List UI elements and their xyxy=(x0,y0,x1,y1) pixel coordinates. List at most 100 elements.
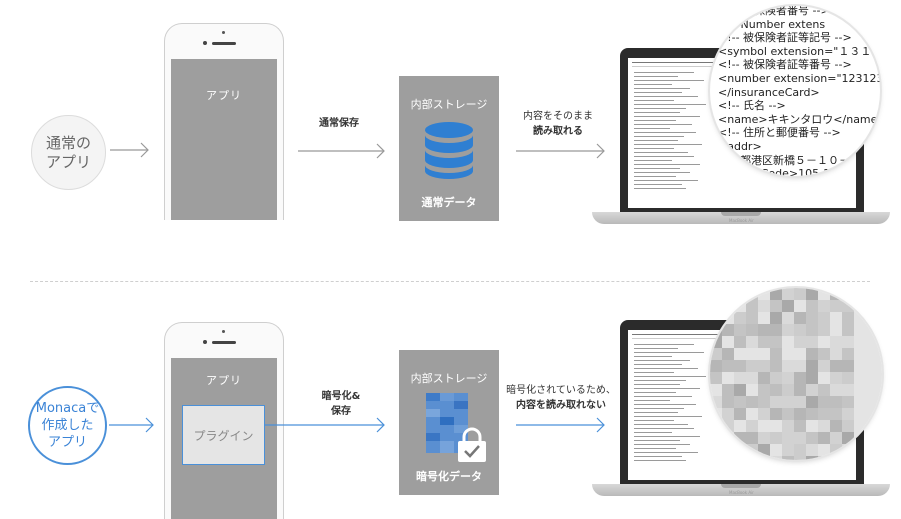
pixel-block xyxy=(710,384,722,396)
pixel-block xyxy=(746,396,758,408)
pixel-block xyxy=(806,420,818,432)
zoom-code-line: <addr> xyxy=(718,139,762,153)
pixel-block xyxy=(734,300,746,312)
pixel-block xyxy=(866,456,878,460)
storage-footer: 暗号化データ xyxy=(416,470,482,483)
pixel-block xyxy=(866,312,878,324)
pixel-block xyxy=(878,456,882,460)
pixel-block xyxy=(734,432,746,444)
arrow-right-icon xyxy=(298,143,385,159)
normal-app-label-line2: アプリ xyxy=(45,152,91,171)
pixel-block xyxy=(866,288,878,300)
pixel-block xyxy=(746,360,758,372)
pixel-block xyxy=(818,324,830,336)
laptop-brand: MacBook Air xyxy=(729,218,754,223)
pixel-block xyxy=(782,432,794,444)
pixel-block xyxy=(806,444,818,456)
pixel-block xyxy=(710,372,722,384)
pixel-block xyxy=(818,444,830,456)
pixel-block xyxy=(878,324,882,336)
pixel-block xyxy=(734,288,746,300)
pixel-block xyxy=(878,420,882,432)
pixel-block xyxy=(722,324,734,336)
zoom-code-line: <!-- 被保険者証等記号 --> xyxy=(718,31,852,45)
pixel-block xyxy=(782,300,794,312)
pixel-block xyxy=(710,348,722,360)
pixel-block xyxy=(710,408,722,420)
pixel-block xyxy=(794,288,806,300)
pixel-block xyxy=(866,444,878,456)
pixel-block xyxy=(866,348,878,360)
pixel-block xyxy=(746,384,758,396)
laptop-base: MacBook Air xyxy=(592,484,890,496)
pixel-block xyxy=(770,444,782,456)
pixel-block xyxy=(722,456,734,460)
pixel-block xyxy=(854,288,866,300)
pixel-block xyxy=(842,288,854,300)
zoom-code-line: <!-- 被保険者番号 --> xyxy=(718,6,830,17)
pixel-block xyxy=(830,288,842,300)
pixel-block xyxy=(722,348,734,360)
pixel-block xyxy=(866,324,878,336)
pixel-block xyxy=(794,444,806,456)
pixel-block xyxy=(770,408,782,420)
storage-encrypted: 内部ストレージ 暗号化データ xyxy=(399,350,499,495)
pixel-block xyxy=(806,336,818,348)
pixel-block xyxy=(782,408,794,420)
pixel-block xyxy=(830,372,842,384)
pixel-block xyxy=(734,372,746,384)
pixel-block xyxy=(722,420,734,432)
pixel-block xyxy=(818,336,830,348)
pixel-block xyxy=(830,408,842,420)
pixel-block xyxy=(818,396,830,408)
pixel-block xyxy=(758,288,770,300)
pixel-block xyxy=(746,300,758,312)
pixel-block xyxy=(818,372,830,384)
pixel-block xyxy=(842,372,854,384)
pixel-block xyxy=(866,432,878,444)
pixel-block xyxy=(782,420,794,432)
arrow-right-icon xyxy=(516,417,605,433)
checkmark-icon xyxy=(464,445,480,458)
storage-title: 内部ストレージ xyxy=(410,98,488,111)
arrow1-label-bottom: 暗号化& 保存 xyxy=(321,391,361,417)
pixel-block xyxy=(830,336,842,348)
pixel-block xyxy=(806,324,818,336)
pixel-block xyxy=(842,444,854,456)
pixel-block xyxy=(782,336,794,348)
pixel-block xyxy=(830,312,842,324)
pixel-block xyxy=(794,396,806,408)
pixel-block xyxy=(734,396,746,408)
pixel-block xyxy=(878,396,882,408)
pixel-block xyxy=(758,372,770,384)
pixel-block xyxy=(854,444,866,456)
pixel-block xyxy=(842,348,854,360)
pixel-block xyxy=(794,300,806,312)
laptop-brand: MacBook Air xyxy=(729,490,754,495)
pixel-block xyxy=(770,420,782,432)
pixel-block xyxy=(710,432,722,444)
pixel-block xyxy=(770,324,782,336)
pixel-block xyxy=(734,312,746,324)
pixel-block xyxy=(710,336,722,348)
normal-app-label-line1: 通常の xyxy=(45,133,91,152)
pixel-block xyxy=(818,288,830,300)
pixel-block xyxy=(758,300,770,312)
pixel-block xyxy=(782,348,794,360)
pixel-block xyxy=(818,456,830,460)
pixel-block xyxy=(854,432,866,444)
phone-normal: アプリ xyxy=(164,23,284,220)
pixel-block xyxy=(854,324,866,336)
zoom-code-line: <postalCode>105-1008</po xyxy=(718,167,878,176)
pixel-block xyxy=(842,432,854,444)
pixel-block xyxy=(878,384,882,396)
pixel-block xyxy=(842,336,854,348)
pixel-block xyxy=(866,408,878,420)
pixel-block xyxy=(806,396,818,408)
pixel-block xyxy=(830,348,842,360)
pixel-block xyxy=(734,348,746,360)
storage-footer: 通常データ xyxy=(421,196,477,209)
pixel-block xyxy=(806,456,818,460)
pixel-block xyxy=(806,360,818,372)
pixel-block xyxy=(734,360,746,372)
